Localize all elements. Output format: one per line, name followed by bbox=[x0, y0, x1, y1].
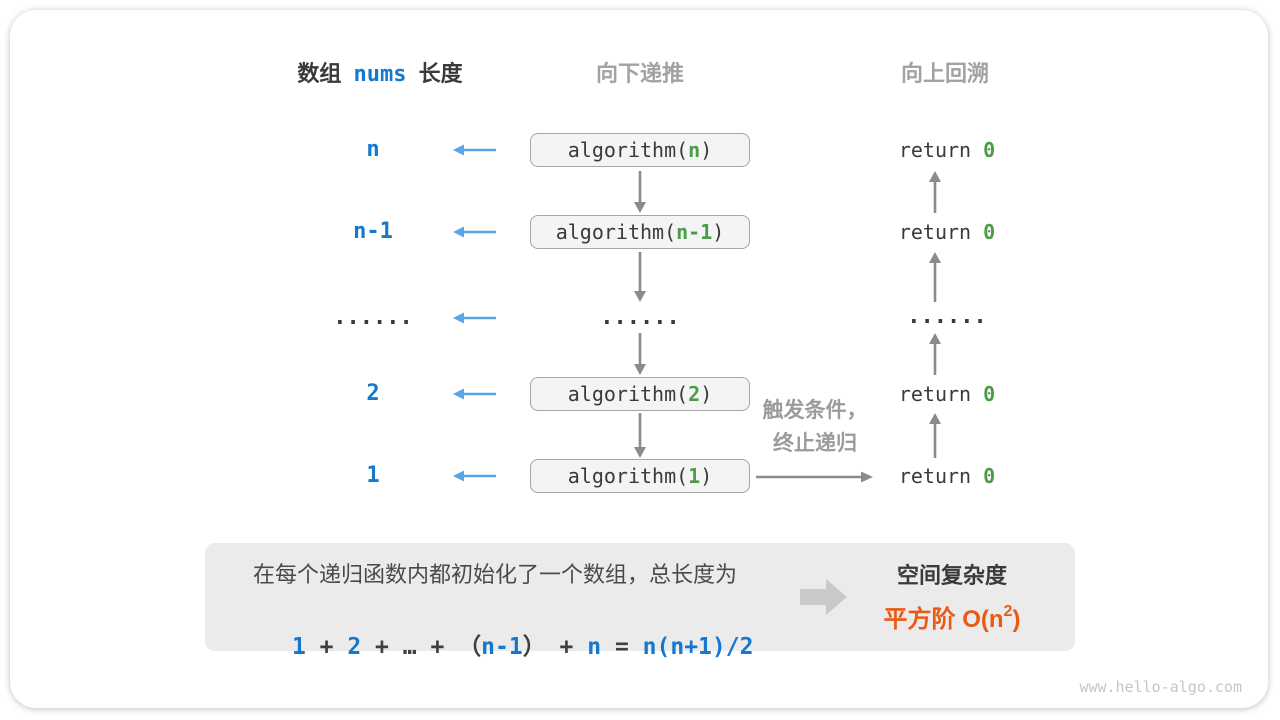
space-complexity-title: 空间复杂度 bbox=[896, 563, 1007, 588]
return-value: 0 bbox=[983, 464, 996, 488]
formula-term: 2 bbox=[347, 634, 362, 660]
formula-equals: = bbox=[601, 634, 643, 660]
return-value: 0 bbox=[983, 220, 996, 244]
call-ellipsis: ...... bbox=[600, 305, 680, 330]
trigger-note: 触发条件， 终止递归 bbox=[750, 394, 880, 460]
watermark: www.hello-algo.com bbox=[1079, 678, 1242, 696]
formula-ellipsis: … bbox=[402, 634, 417, 660]
call-arg: 1 bbox=[688, 464, 701, 488]
formula-operator: + bbox=[545, 634, 588, 660]
formula-term: n bbox=[587, 634, 602, 660]
return-statement: return 0 bbox=[877, 462, 1017, 490]
return-ellipsis: ...... bbox=[907, 304, 987, 329]
call-arg: 2 bbox=[688, 382, 701, 406]
formula-term: 1 bbox=[291, 634, 306, 660]
backtrack-up-header: 向上回溯 bbox=[900, 61, 989, 86]
call-arg: n bbox=[688, 138, 701, 162]
left-arrow-icon bbox=[453, 312, 496, 324]
formula-paren: （ bbox=[458, 634, 482, 660]
complexity-exponent: 2 bbox=[1003, 603, 1013, 620]
left-arrow-icon bbox=[453, 388, 496, 400]
call-open: algorithm( bbox=[567, 464, 689, 488]
array-length-suffix: 长度 bbox=[418, 61, 463, 86]
length-label: n bbox=[366, 137, 380, 162]
formula-operator: + bbox=[305, 634, 348, 660]
trigger-note-line2: 终止递归 bbox=[773, 432, 857, 455]
call-box: algorithm(1) bbox=[530, 459, 750, 493]
left-arrow-icon bbox=[453, 470, 496, 482]
return-statement: return 0 bbox=[877, 218, 1017, 246]
call-open: algorithm( bbox=[567, 138, 689, 162]
return-value: 0 bbox=[983, 138, 996, 162]
length-label: 2 bbox=[366, 381, 380, 406]
length-ellipsis: ...... bbox=[333, 305, 413, 330]
call-close: ) bbox=[712, 220, 725, 244]
length-label: 1 bbox=[366, 463, 380, 488]
left-arrow-icon bbox=[453, 144, 496, 156]
return-keyword: return bbox=[898, 382, 984, 406]
complexity-label: 平方阶 O(n bbox=[883, 606, 1004, 633]
up-arrow-icon bbox=[929, 171, 941, 213]
return-keyword: return bbox=[898, 464, 984, 488]
down-arrow-icon bbox=[634, 333, 646, 375]
formula-operator: + bbox=[361, 634, 403, 660]
space-complexity-value: 平方阶 O(n2) bbox=[862, 597, 1042, 633]
up-arrow-icon bbox=[929, 252, 941, 302]
formula-term: n-1 bbox=[481, 634, 523, 660]
left-arrow-icon bbox=[453, 226, 496, 238]
down-arrow-icon bbox=[634, 171, 646, 213]
call-box: algorithm(n-1) bbox=[530, 215, 750, 249]
up-arrow-icon bbox=[929, 333, 941, 375]
up-arrow-icon bbox=[929, 413, 941, 458]
down-arrow-icon bbox=[634, 252, 646, 302]
summary-box bbox=[205, 543, 1075, 651]
call-box: algorithm(n) bbox=[530, 133, 750, 167]
recurse-down-header: 向下递推 bbox=[595, 61, 684, 86]
summary-formula: 1 + 2 + … + （n-1） + n = n(n+1)/2 bbox=[225, 599, 765, 660]
array-length-prefix: 数组 bbox=[297, 61, 342, 86]
length-label: n-1 bbox=[353, 219, 393, 244]
return-statement: return 0 bbox=[877, 380, 1017, 408]
complexity-close: ) bbox=[1012, 606, 1021, 633]
trigger-note-line1: 触发条件， bbox=[762, 399, 868, 422]
formula-operator: + bbox=[416, 634, 459, 660]
call-open: algorithm( bbox=[555, 220, 677, 244]
formula-paren: ） bbox=[522, 634, 546, 660]
call-box: algorithm(2) bbox=[530, 377, 750, 411]
summary-text: 在每个递归函数内都初始化了一个数组，总长度为 bbox=[252, 562, 737, 587]
call-close: ) bbox=[700, 138, 713, 162]
return-keyword: return bbox=[898, 138, 984, 162]
right-arrow-icon bbox=[756, 471, 873, 483]
return-value: 0 bbox=[983, 382, 996, 406]
return-keyword: return bbox=[898, 220, 984, 244]
call-arg: n-1 bbox=[676, 220, 713, 244]
call-close: ) bbox=[700, 382, 713, 406]
call-open: algorithm( bbox=[567, 382, 689, 406]
block-right-arrow-icon bbox=[800, 579, 847, 615]
return-statement: return 0 bbox=[877, 136, 1017, 164]
nums-code-label: nums bbox=[353, 62, 407, 87]
call-close: ) bbox=[700, 464, 713, 488]
down-arrow-icon bbox=[634, 413, 646, 458]
formula-result: n(n+1)/2 bbox=[642, 634, 754, 660]
array-length-header: 数组 nums 长度 bbox=[270, 59, 490, 89]
